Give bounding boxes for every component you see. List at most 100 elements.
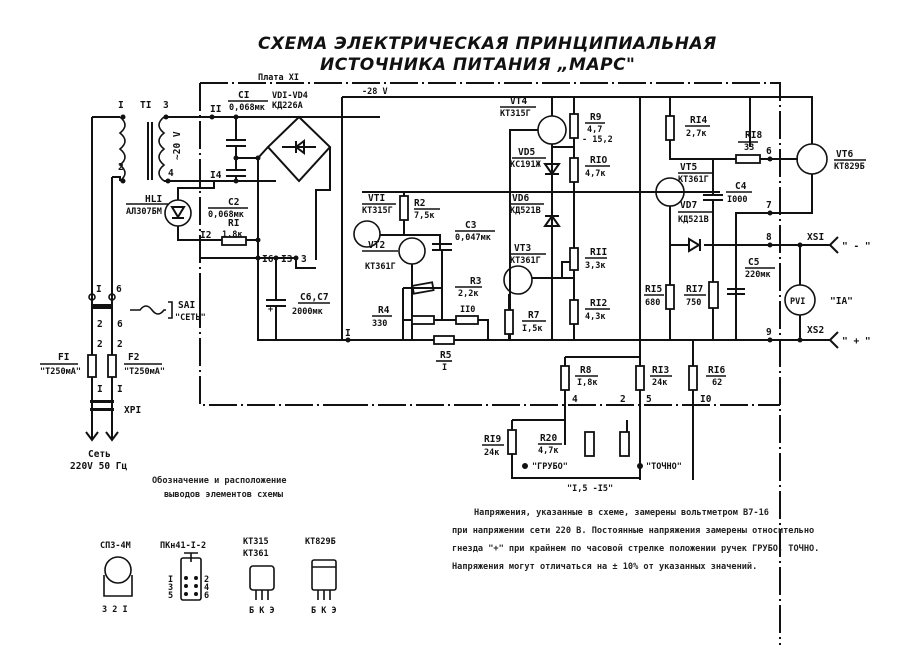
vt5-value: КТ361Г	[678, 175, 709, 185]
legend-pkn-pin-5: 5	[168, 591, 173, 601]
r8-value: I,8к	[577, 378, 597, 388]
pin-7: 7	[766, 200, 772, 211]
c3-value: 0,047мк	[455, 233, 491, 243]
pv1-range: "IA"	[830, 296, 853, 307]
r5b-value: II0	[460, 305, 475, 315]
resistor-r1	[221, 236, 247, 246]
f1-value: "T250мА"	[40, 367, 81, 377]
pin-2b: 2	[620, 394, 626, 405]
vd7-ref: VD7	[680, 200, 697, 211]
r4-ref: R4	[378, 305, 390, 316]
switch-sa1[interactable]	[91, 304, 113, 309]
title-line-1: СХЕМА ЭЛЕКТРИЧЕСКАЯ ПРИНЦИПИАЛЬНАЯ	[258, 34, 717, 54]
r18-value: 33	[744, 143, 754, 153]
r5-value: I	[442, 363, 447, 373]
f2-value: "T250мА"	[124, 367, 165, 377]
vt5-ref: VT5	[680, 162, 697, 173]
resistor-r8	[560, 365, 570, 391]
legend-title-1: Обозначение и расположение	[152, 475, 287, 486]
note-line-4: Напряжения могут отличаться на ± 10% от …	[452, 562, 757, 572]
r7-value: I,5к	[522, 324, 542, 334]
vd5-value: КС191Ж	[510, 160, 542, 170]
c2-ref: C2	[228, 197, 239, 208]
title-line-2: ИСТОЧНИКА ПИТАНИЯ „МАРС"	[320, 55, 635, 75]
note-line-2: при напряжении сети 220 В. Постоянные на…	[452, 526, 814, 536]
transformer-t1	[91, 116, 380, 290]
r18-ref: RI8	[745, 130, 762, 141]
f1-ref: FI	[58, 352, 69, 363]
r14-value: 2,7к	[686, 129, 706, 139]
legend-title-2: выводов элементов схемы	[164, 490, 284, 500]
pin-12: I2	[200, 230, 211, 241]
potentiometer-r20-coarse[interactable]	[584, 431, 595, 457]
resistor-r5b	[455, 315, 479, 325]
r3-value: 2,2к	[458, 289, 478, 299]
resistor-r13	[635, 365, 645, 391]
potentiometer-fine[interactable]	[619, 431, 630, 457]
pin-3b: 3	[301, 254, 307, 265]
pin-14: I4	[210, 170, 222, 181]
resistor-r10	[569, 157, 579, 183]
pin-6-right: 6	[117, 319, 123, 330]
r3-ref: R3	[470, 276, 482, 287]
resistor-r7	[504, 309, 514, 335]
hl1-ref: HLI	[145, 194, 162, 205]
vt2-value: КТ361Г	[365, 262, 396, 272]
vt6-ref: VT6	[836, 149, 853, 160]
board-outline	[199, 82, 781, 645]
legend-pkn-pin-6: 6	[204, 591, 209, 601]
r12-ref: RI2	[590, 298, 607, 309]
pin-11: II	[210, 104, 221, 115]
vd7-value: КД521В	[678, 215, 709, 225]
pin-4b: 4	[572, 394, 578, 405]
vt3-value: КТ361Г	[510, 256, 541, 266]
resistor-r11	[569, 247, 579, 271]
pin-1b: I	[345, 328, 351, 339]
c3-ref: C3	[465, 220, 477, 231]
sa1-ref: SAI	[178, 300, 195, 311]
legend-kt829: КТ829Б	[305, 537, 336, 547]
legend-kt361: КТ361	[243, 549, 269, 559]
resistor-r19	[507, 429, 517, 455]
hl1-value: АЛ307БМ	[126, 207, 162, 217]
c5-ref: C5	[748, 257, 760, 268]
r2-ref: R2	[414, 198, 425, 209]
resistor-r18	[735, 154, 761, 164]
resistor-r16	[688, 365, 698, 391]
note-line-3: гнезда "+" при крайнем по часовой стрелк…	[452, 544, 819, 554]
resistor-r17	[708, 281, 719, 309]
vd6-ref: VD6	[512, 193, 529, 204]
pin-16: I6	[262, 254, 274, 265]
transistor-vt6	[796, 143, 828, 175]
pin-2-left: 2	[97, 319, 103, 330]
r20-value: 4,7к	[538, 446, 558, 456]
pin-4: 4	[168, 168, 174, 179]
r17-ref: RI7	[686, 284, 703, 295]
sa1-pin-6: 6	[116, 284, 122, 295]
r1-ref: RI	[228, 218, 239, 229]
resistor-r4	[411, 315, 435, 325]
r11-value: 3,3к	[585, 261, 605, 271]
t1-label: TI	[140, 100, 151, 111]
r16-ref: RI6	[708, 365, 725, 376]
board-label: Плата XI	[258, 73, 299, 83]
transistor-vt4	[537, 115, 567, 145]
fuse-f1	[87, 354, 97, 378]
diode-vd6	[543, 214, 561, 227]
legend-sp3-pins: 3 2 I	[102, 605, 128, 615]
pin-2: 2	[118, 162, 124, 173]
r15-value: 680	[645, 298, 660, 308]
c6-plus: +	[268, 305, 273, 315]
pin-1-left: I	[97, 384, 103, 395]
vt6-value: КТ829Б	[834, 162, 865, 172]
transistor-vt2	[398, 237, 426, 265]
vt4-value: КТ315Г	[500, 109, 531, 119]
pin-5: 5	[646, 394, 652, 405]
c1-value: 0,068мк	[229, 103, 265, 113]
vd1-ref: VDI-VD4	[272, 91, 308, 101]
vd5-ref: VD5	[518, 147, 535, 158]
legend-pkn-pin-3: 3	[168, 583, 173, 593]
r12-value: 4,3к	[585, 312, 605, 322]
r8-ref: R8	[580, 365, 592, 376]
